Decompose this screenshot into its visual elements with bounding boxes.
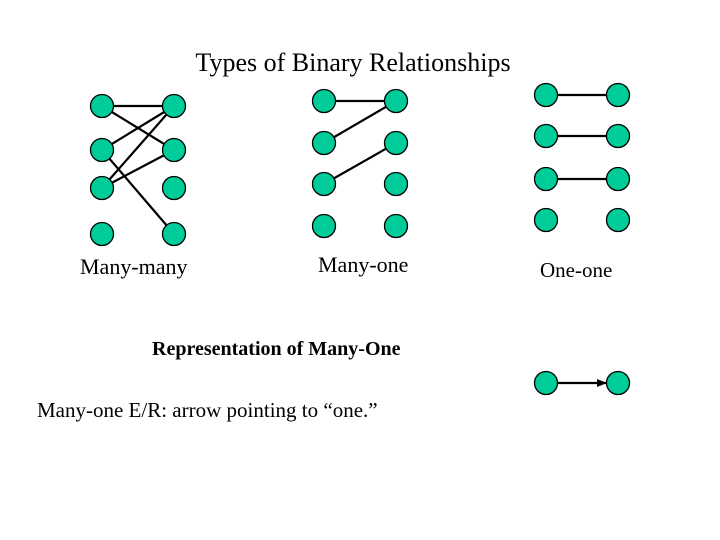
- many-one-arrow-diagram: [533, 370, 631, 396]
- entity-node: [605, 207, 631, 233]
- entity-node: [161, 93, 187, 119]
- edge: [101, 105, 175, 189]
- entity-node: [89, 93, 115, 119]
- entity-node: [311, 171, 337, 197]
- many-one-diagram: [311, 88, 409, 239]
- one-one-diagram: [533, 82, 631, 233]
- many-many-diagram: [89, 93, 187, 247]
- slide-title: Types of Binary Relationships: [195, 48, 511, 77]
- description-text: Many-one E/R: arrow pointing to “one.”: [37, 398, 378, 422]
- edge: [101, 149, 175, 235]
- entity-node: [383, 213, 409, 239]
- label-many-many: Many-many: [80, 254, 188, 279]
- entity-node: [605, 166, 631, 192]
- entity-node: [605, 82, 631, 108]
- entity-node: [533, 123, 559, 149]
- entity-node: [89, 221, 115, 247]
- entity-node: [383, 88, 409, 114]
- entity-node: [89, 175, 115, 201]
- edge: [323, 100, 397, 144]
- entity-node: [161, 137, 187, 163]
- subheading: Representation of Many-One: [152, 338, 401, 360]
- label-many-one: Many-one: [318, 252, 409, 277]
- entity-node: [311, 213, 337, 239]
- entity-node: [383, 171, 409, 197]
- entity-node: [533, 166, 559, 192]
- entity-node: [161, 175, 187, 201]
- entity-node: [311, 130, 337, 156]
- entity-node: [605, 370, 631, 396]
- edge: [101, 105, 175, 151]
- entity-node: [533, 370, 559, 396]
- entity-node: [311, 88, 337, 114]
- label-one-one: One-one: [540, 258, 613, 282]
- entity-node: [89, 137, 115, 163]
- entity-node: [533, 82, 559, 108]
- edge: [101, 149, 175, 189]
- entity-node: [161, 221, 187, 247]
- edge: [323, 142, 397, 185]
- entity-node: [383, 130, 409, 156]
- entity-node: [533, 207, 559, 233]
- entity-node: [605, 123, 631, 149]
